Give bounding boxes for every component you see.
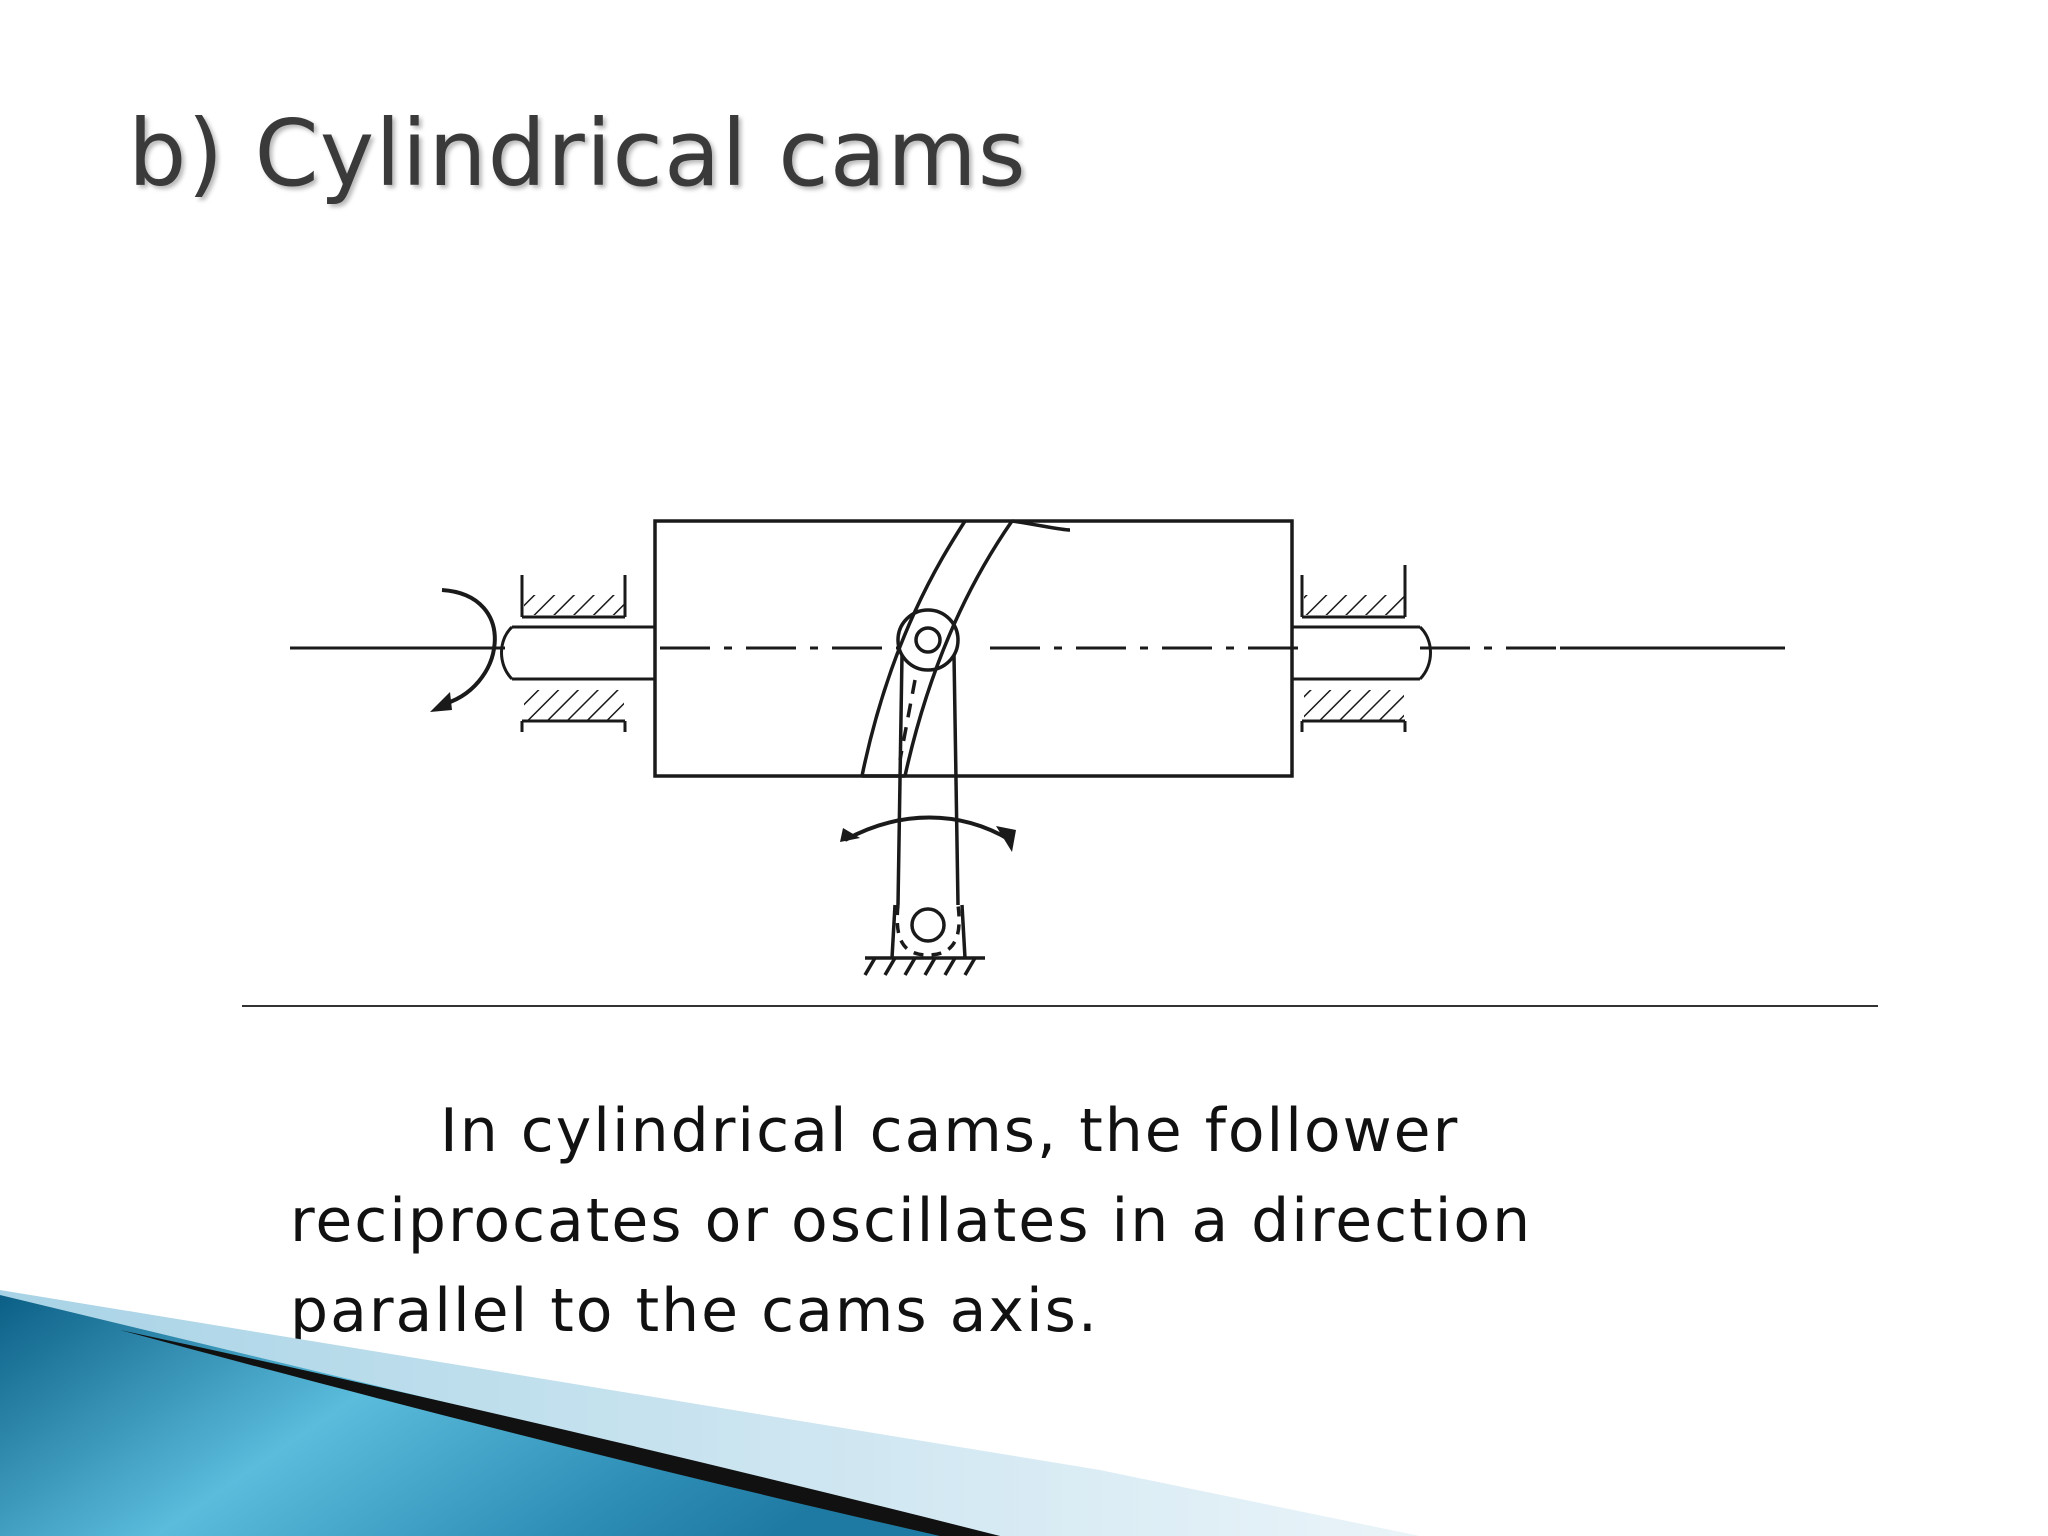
oscillation-arrow	[840, 815, 1016, 852]
body-line-1: In cylindrical cams, the follower	[440, 1096, 1460, 1166]
cam-cylinder	[653, 519, 1294, 778]
pivot-support	[863, 904, 985, 976]
left-bearing	[520, 575, 627, 732]
slide-title: b) Cylindrical cams	[128, 100, 1027, 207]
right-shaft	[1292, 625, 1432, 681]
follower-roller	[896, 608, 960, 672]
follower-arm	[896, 654, 960, 906]
right-bearing	[1300, 565, 1407, 732]
cylindrical-cam-diagram	[240, 440, 1920, 1020]
slide-body-text: In cylindrical cams, the follower recipr…	[290, 1086, 1850, 1356]
rotation-arrow-left	[430, 588, 497, 712]
body-line-2: reciprocates or oscillates in a directio…	[290, 1186, 1533, 1256]
dark-swoosh	[120, 1330, 1000, 1536]
body-line-3: parallel to the cams axis.	[290, 1276, 1099, 1346]
left-shaft	[500, 625, 655, 681]
